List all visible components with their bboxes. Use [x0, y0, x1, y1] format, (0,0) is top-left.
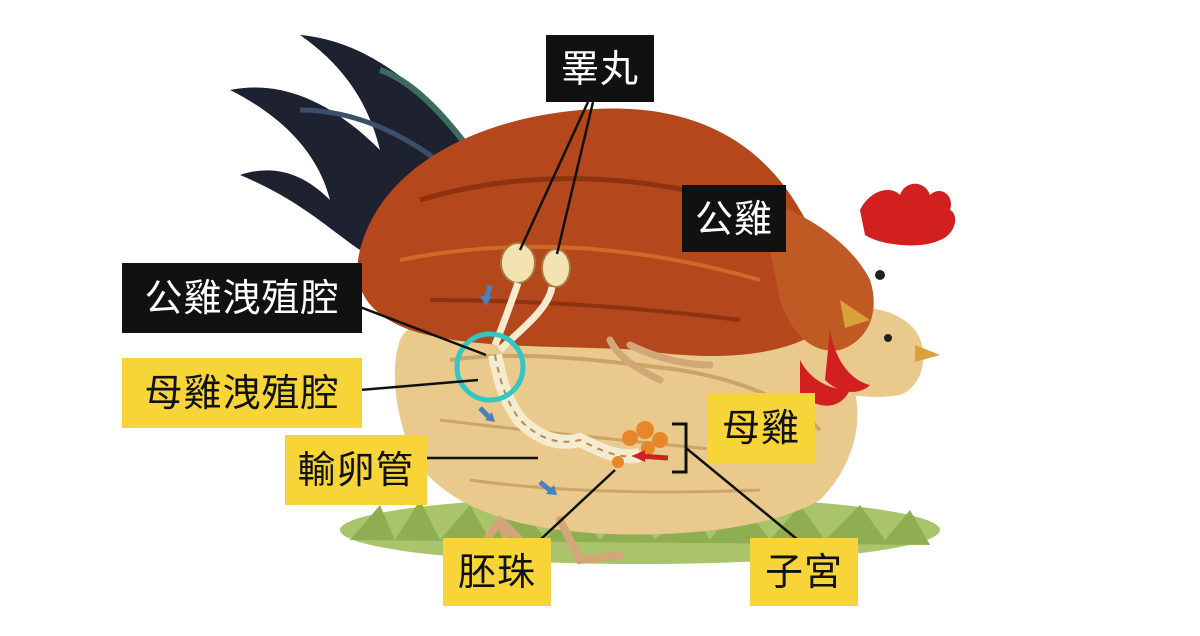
cloaca-highlight-ring — [454, 331, 526, 403]
label-germinal-disc: 胚珠 — [443, 538, 551, 606]
label-rooster: 公雞 — [682, 185, 786, 252]
leader-lines — [359, 101, 799, 541]
label-hen: 母雞 — [707, 393, 815, 463]
label-rooster-cloaca: 公雞洩殖腔 — [122, 263, 362, 333]
label-uterus: 子宮 — [750, 538, 858, 606]
label-hen-cloaca: 母雞洩殖腔 — [122, 358, 362, 428]
label-oviduct: 輸卵管 — [285, 435, 427, 505]
rooster-body — [357, 108, 956, 392]
label-testes: 睪丸 — [546, 35, 654, 102]
reproductive-organs — [478, 242, 669, 495]
